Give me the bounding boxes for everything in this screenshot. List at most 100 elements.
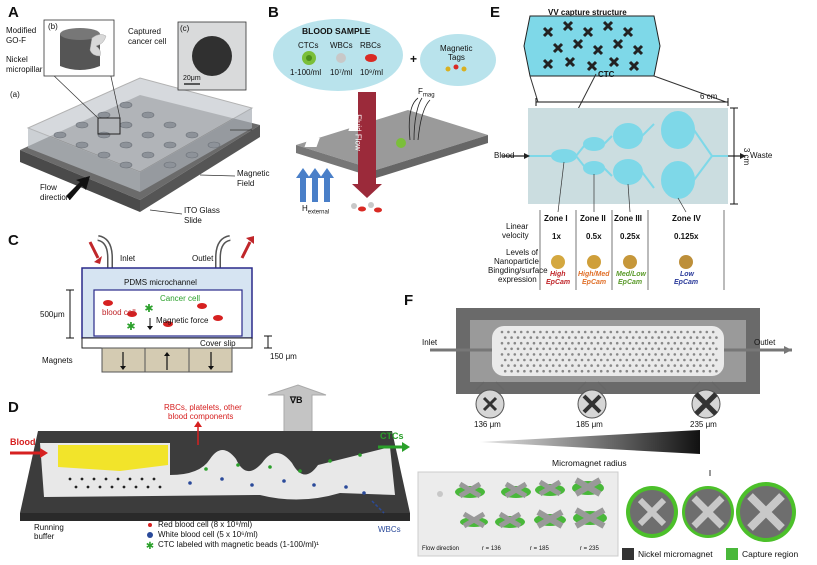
f-leg-capture: Capture region [742, 549, 799, 559]
e-exp-b-3: EpCam [618, 279, 643, 286]
e-vv: VV capture structure [548, 8, 627, 17]
panel-b: B BLOOD SAMPLE CTCs WBCs RBCs 1-10 [268, 0, 518, 225]
d-blood: Blood [10, 437, 36, 447]
f-r3: 235 μm [690, 420, 717, 429]
b-title: BLOOD SAMPLE [302, 26, 371, 36]
e-vel-2: 0.5x [586, 232, 602, 241]
panel-f-label: F [404, 292, 414, 309]
label-micropillar: micropillar [6, 65, 43, 74]
panel-d: D ✱ RBCs, platelets, other blood compone… [0, 384, 420, 565]
e-exp-a-4: Low [680, 271, 694, 278]
b-ctcs: CTCs [298, 41, 319, 50]
c-cancer: Cancer cell [160, 294, 201, 303]
label-scale: 20μm [183, 75, 201, 82]
label-sub-c: (c) [180, 24, 190, 33]
b-hext-sub: external [307, 209, 330, 216]
panel-f-figure [417, 308, 796, 560]
b-wbc-conc: 10⁷/ml [330, 68, 353, 77]
e-vel-4: 0.125x [674, 232, 699, 241]
label-captured: Captured [128, 27, 161, 36]
panel-c-label: C [8, 232, 19, 249]
b-rbc-conc: 10⁹/ml [360, 68, 383, 77]
d-wbcs: WBCs [378, 525, 401, 534]
e-exp-b-1: EpCam [546, 279, 571, 286]
panel-e-figure [502, 15, 746, 290]
label-slide: Slide [184, 216, 202, 225]
panel-d-label: D [8, 399, 19, 416]
b-wbcs: WBCs [330, 41, 353, 50]
e-exp-b-2: EpCam [582, 279, 607, 286]
c-magnets: Magnets [42, 356, 73, 365]
c-outlet: Outlet [192, 254, 214, 263]
e-levels: Levels of [506, 248, 539, 257]
f-flowdir: Flow direction [422, 546, 460, 552]
panel-a: A Modif [0, 0, 269, 230]
e-vel-1: 1x [552, 232, 561, 241]
b-ctc-conc: 1-100/ml [290, 68, 322, 77]
svg-text:✱: ✱ [146, 541, 154, 552]
label-modified: Modified [6, 26, 37, 35]
panel-e: E [488, 0, 817, 290]
f-radius: Micromagnet radius [552, 458, 627, 468]
c-pdms: PDMS microchannel [124, 278, 197, 287]
e-velocity: velocity [502, 231, 529, 240]
e-ctc: CTC [598, 70, 615, 79]
label-magnetic: Magnetic [237, 169, 270, 178]
c-500: 500μm [40, 310, 65, 319]
e-exp-a-2: High/Med [578, 271, 610, 278]
f-ra: r = 136 [482, 546, 501, 552]
d-legend-1: Red blood cell (8 x 10⁹/ml) [158, 520, 253, 529]
b-fmag: Fmag [418, 87, 435, 99]
e-linear: Linear [506, 222, 529, 231]
f-inlet: Inlet [422, 338, 438, 347]
panel-c: C ✱ ✱ Inlet Outlet PDMS microchannel C [0, 230, 300, 380]
b-fmag-sub: mag [422, 92, 435, 99]
e-blood: Blood [494, 151, 515, 160]
c-blood: blood cell [102, 308, 136, 317]
c-inlet: Inlet [120, 254, 136, 263]
panel-a-figure [20, 19, 260, 215]
label-cancer-cell: cancer cell [128, 37, 167, 46]
e-nano: Nanoparticle [494, 257, 539, 266]
e-zone-4: Zone IV [672, 214, 701, 223]
b-tags-1: Magnetic [440, 44, 473, 53]
e-vel-3: 0.25x [620, 232, 641, 241]
svg-text:✱: ✱ [144, 303, 153, 315]
e-exp-b-4: EpCam [674, 279, 699, 286]
e-exp-a-3: Med/Low [616, 271, 646, 278]
e-bind: Bingding/surface [488, 266, 548, 275]
f-r1: 136 μm [474, 420, 501, 429]
label-sub-a: (a) [10, 90, 20, 99]
e-zone-2: Zone II [580, 214, 606, 223]
e-6cm: 6 cm [700, 92, 718, 101]
b-fmag-text: F [418, 87, 423, 96]
panel-c-figure: ✱ ✱ [66, 235, 272, 373]
label-gof: GO-F [6, 36, 26, 45]
label-ito: ITO Glass [184, 206, 220, 215]
b-plus: + [410, 52, 418, 66]
d-grad: ∇B [290, 395, 303, 405]
d-ctcs: CTCs [380, 431, 404, 441]
c-150: 150 μm [270, 352, 297, 361]
label-direction: direction [40, 193, 71, 202]
b-hext: Hexternal [302, 204, 329, 216]
svg-text:✱: ✱ [126, 321, 135, 333]
label-field: Field [237, 179, 255, 188]
label-sub-b: (b) [48, 22, 58, 31]
b-hext-text: H [302, 204, 308, 213]
e-exp-a-1: High [550, 271, 566, 278]
d-rbc-top-2: blood components [168, 412, 234, 421]
f-leg-nickel: Nickel micromagnet [638, 549, 713, 559]
d-rbc-top-1: RBCs, platelets, other [164, 403, 242, 412]
panel-a-label: A [8, 4, 19, 21]
d-running-2: buffer [34, 532, 55, 541]
panel-b-figure [273, 19, 496, 213]
label-flow: Flow [40, 183, 57, 192]
f-rb: r = 185 [530, 546, 549, 552]
b-rbcs: RBCs [360, 41, 381, 50]
b-fluid-flow: Fluid Flow [353, 114, 363, 151]
f-outlet: Outlet [754, 338, 776, 347]
f-r2: 185 μm [576, 420, 603, 429]
c-force: Magnetic force [156, 316, 209, 325]
e-expr: expression [498, 275, 537, 284]
